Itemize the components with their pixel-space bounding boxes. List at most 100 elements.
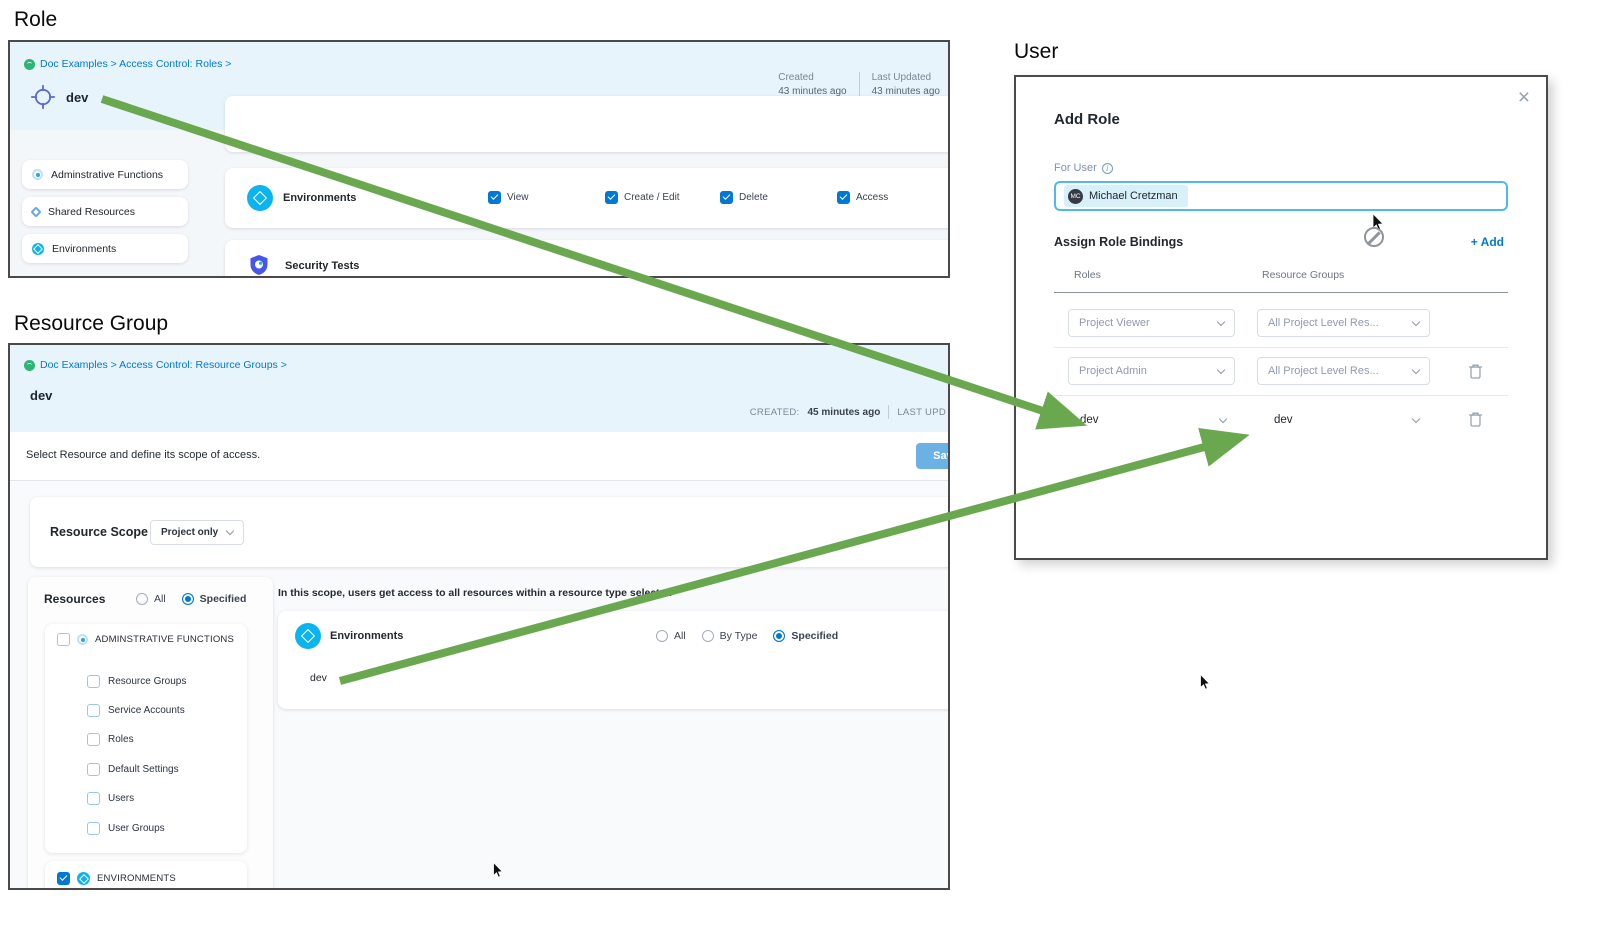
roles-row[interactable]: Roles: [87, 733, 134, 746]
chevron-down-icon[interactable]: [1411, 414, 1421, 424]
rg-subtitle: Select Resource and define its scope of …: [26, 449, 261, 461]
users-row[interactable]: Users: [87, 792, 134, 805]
checkbox-default-settings[interactable]: [87, 763, 100, 776]
rg-created-value: 45 minutes ago: [807, 406, 881, 418]
permission-create-edit[interactable]: Create / Edit: [605, 191, 680, 204]
radio-label: All: [154, 593, 166, 605]
created-label: Created: [778, 72, 814, 83]
permission-label: Access: [856, 192, 889, 203]
checkbox-view[interactable]: [488, 191, 501, 204]
role-target-icon: [30, 84, 56, 110]
checkbox-user-groups[interactable]: [87, 822, 100, 835]
service-accounts-row[interactable]: Service Accounts: [87, 704, 185, 717]
permission-label: Delete: [739, 192, 768, 203]
permission-delete[interactable]: Delete: [720, 191, 768, 204]
rg-env-card-title: Environments: [330, 630, 404, 642]
radio-all-icon[interactable]: [136, 593, 148, 605]
user-chip[interactable]: MC Michael Cretzman: [1064, 185, 1188, 207]
resource-group-select-2[interactable]: All Project Level Res...: [1257, 357, 1430, 385]
role-breadcrumb[interactable]: Doc Examples > Access Control: Roles >: [24, 58, 231, 70]
meta-divider: [888, 405, 890, 419]
resource-groups-row[interactable]: Resource Groups: [87, 675, 186, 688]
role-environments-card: Environments View Create / Edit Delete A…: [225, 168, 948, 228]
info-icon[interactable]: i: [1101, 162, 1113, 174]
partial-card: [225, 96, 948, 152]
for-user-label: For User: [1054, 162, 1097, 174]
resource-group-select-value: All Project Level Res...: [1268, 365, 1379, 377]
checkbox-resource-groups[interactable]: [87, 675, 100, 688]
radio-env-by-type-icon[interactable]: [701, 630, 714, 642]
resource-group-select-3[interactable]: dev: [1274, 414, 1293, 426]
role-name: dev: [66, 90, 89, 105]
checkbox-admin-functions[interactable]: [57, 633, 70, 646]
environments-group-row[interactable]: ENVIRONMENTS: [57, 872, 176, 885]
delete-binding-icon[interactable]: [1468, 411, 1483, 428]
resource-group-section-title: Resource Group: [14, 312, 169, 335]
checkbox-environments[interactable]: [57, 872, 70, 885]
rg-panel-header: Doc Examples > Access Control: Resource …: [10, 345, 948, 432]
chevron-down-icon: [1216, 365, 1226, 374]
chevron-down-icon: [1216, 317, 1226, 326]
rg-name: dev: [30, 388, 53, 403]
chevron-down-icon: [1411, 317, 1421, 326]
table-header-divider: [1054, 292, 1508, 293]
radio-all[interactable]: All: [136, 593, 166, 605]
environments-group-card: ENVIRONMENTS: [45, 861, 247, 888]
resource-group-select-1[interactable]: All Project Level Res...: [1257, 309, 1430, 337]
role-security-card: Security Tests: [225, 240, 948, 276]
permission-access[interactable]: Access: [837, 191, 888, 204]
resource-scope-card: Resource Scope Project only: [30, 497, 948, 567]
sidebar-item-shared-resources[interactable]: Shared Resources: [22, 197, 188, 226]
rg-breadcrumb[interactable]: Doc Examples > Access Control: Resource …: [24, 359, 287, 371]
rg-breadcrumb-text[interactable]: Doc Examples > Access Control: Resource …: [40, 359, 287, 371]
radio-env-specified-icon[interactable]: [773, 630, 786, 642]
role-select-2[interactable]: Project Admin: [1068, 357, 1235, 385]
radio-env-all[interactable]: All: [656, 630, 686, 642]
child-label: Resource Groups: [108, 676, 187, 687]
rg-environments-card: Environments All By Type Specified dev: [278, 611, 948, 709]
role-breadcrumb-text[interactable]: Doc Examples > Access Control: Roles >: [40, 58, 232, 70]
user-chip-name: Michael Cretzman: [1089, 190, 1178, 202]
role-meta: Created 43 minutes ago Last Updated 43 m…: [778, 72, 940, 97]
radio-env-by-type[interactable]: By Type: [701, 630, 757, 642]
user-input[interactable]: MC Michael Cretzman: [1054, 181, 1508, 211]
chevron-down-icon[interactable]: [1218, 414, 1228, 424]
resource-group-panel: Doc Examples > Access Control: Resource …: [8, 343, 950, 890]
checkbox-create-edit[interactable]: [605, 191, 618, 204]
close-icon[interactable]: ×: [1517, 86, 1530, 109]
assign-role-bindings-label: Assign Role Bindings: [1054, 235, 1184, 249]
child-label: User Groups: [108, 823, 165, 834]
checkbox-service-accounts[interactable]: [87, 704, 100, 717]
rg-content: Resource Scope Project only Resources Al…: [10, 481, 948, 888]
role-select-1[interactable]: Project Viewer: [1068, 309, 1235, 337]
role-select-3[interactable]: dev: [1080, 414, 1099, 426]
checkbox-delete[interactable]: [720, 191, 733, 204]
default-settings-row[interactable]: Default Settings: [87, 763, 179, 776]
radio-env-specified[interactable]: Specified: [773, 630, 838, 642]
checkbox-roles[interactable]: [87, 733, 100, 746]
child-label: Users: [108, 793, 135, 804]
mouse-cursor: [1200, 674, 1211, 690]
project-logo-icon: [24, 359, 35, 371]
radio-specified[interactable]: Specified: [181, 593, 246, 605]
checkbox-users[interactable]: [87, 792, 100, 805]
radio-specified-icon[interactable]: [181, 593, 194, 605]
rg-updated-label: LAST UPD: [897, 406, 946, 418]
radio-env-all-icon[interactable]: [656, 630, 668, 642]
user-groups-row[interactable]: User Groups: [87, 822, 165, 835]
role-select-value: Project Viewer: [1079, 317, 1150, 329]
chevron-down-icon: [1411, 365, 1421, 374]
delete-binding-icon[interactable]: [1468, 363, 1483, 380]
rg-created-label: CREATED:: [749, 406, 800, 418]
save-button[interactable]: Save: [916, 443, 948, 469]
checkbox-access[interactable]: [837, 191, 850, 204]
permission-view[interactable]: View: [488, 191, 529, 204]
sidebar-item-administrative-functions[interactable]: Adminstrative Functions: [22, 160, 188, 189]
admin-functions-group-row[interactable]: ADMINSTRATIVE FUNCTIONS: [57, 633, 234, 646]
resource-group-select-value: All Project Level Res...: [1268, 317, 1379, 329]
role-panel-body: Adminstrative Functions Shared Resources…: [10, 96, 948, 276]
add-binding-button[interactable]: + Add: [1470, 235, 1504, 249]
sidebar-item-environments[interactable]: Environments: [22, 234, 188, 263]
env-card-title: Environments: [283, 192, 357, 204]
resource-scope-select[interactable]: Project only: [150, 520, 244, 545]
